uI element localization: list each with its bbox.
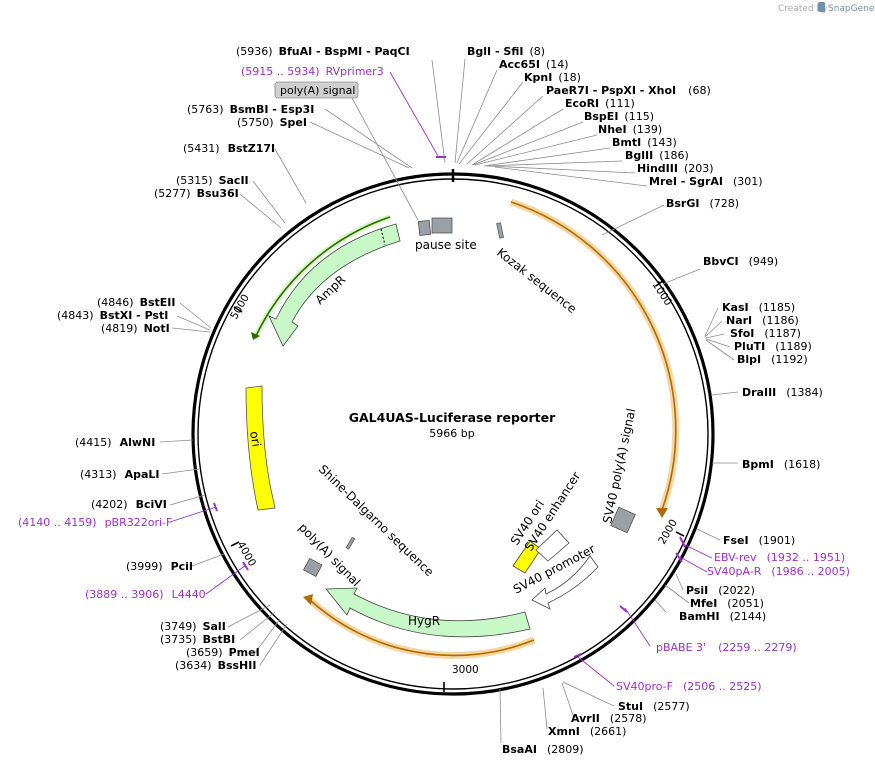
enzyme-label-mfei: MfeI(2051) (690, 597, 764, 610)
shine-dalgarno-box (345, 536, 356, 550)
enzyme-label-nari: NarI(1186) (726, 314, 799, 327)
enzyme-label-paer7i: PaeR7I - PspXI - XhoI(68) (546, 84, 711, 97)
enzyme-label-bsu36i: (5277)Bsu36I (154, 187, 239, 200)
kozak-box (496, 222, 504, 239)
plasmid-name: GAL4UAS-Luciferase reporter (349, 410, 556, 425)
enzyme-label-bsteii: (4846)BstEII (97, 296, 175, 309)
enzyme-label-xmni: XmnI(2661) (548, 725, 626, 738)
watermark-prefix: Created by (778, 4, 828, 14)
ori-feature (245, 385, 276, 511)
primer-label-ebv-rev: EBV-rev(1932 .. 1951) (714, 551, 845, 564)
enzyme-label-draiii: DraIII(1384) (742, 386, 823, 399)
watermark-brand: SnapGene (828, 4, 875, 14)
plasmid-length: 5966 bp (429, 427, 474, 440)
primer-label-l4440: (3889 .. 3906)L4440 (85, 588, 206, 601)
pause-site-box-1 (417, 220, 432, 236)
primer-label-pbr322ori-f: (4140 .. 4159)pBR322ori-F (18, 516, 172, 529)
enzyme-label-ecori: EcoRI(111) (565, 97, 635, 110)
snapgene-logo-icon (818, 2, 825, 12)
ori-label: ori (247, 430, 263, 448)
enzyme-label-bcivi: (4202)BciVI (91, 498, 167, 511)
enzyme-label-avrii: AvrII(2578) (571, 712, 646, 725)
primer-label-sv40pro-f: SV40pro-F(2506 .. 2525) (616, 680, 762, 693)
primer-label-sv40pa-r: SV40pA-R(1986 .. 2005) (707, 565, 850, 578)
enzyme-label-kasi: KasI(1185) (722, 301, 795, 314)
ampr-outer-arc (254, 216, 391, 339)
orf-bottom-arrowhead (303, 594, 313, 605)
enzyme-label-pcii: (3999)PciI (126, 560, 193, 573)
primer-leaders (169, 71, 713, 687)
hygr-feature-arrow (325, 587, 531, 638)
enzyme-label-sali: (3749)SalI (160, 620, 226, 633)
kozak-label: Kozak sequence (494, 245, 579, 316)
enzyme-label-bsmbi: (5763)BsmBI - Esp3I (187, 103, 314, 116)
enzyme-label-kpni: KpnI(18) (524, 71, 581, 84)
sv40-polya-label: SV40 poly(A) signal (600, 407, 638, 525)
enzyme-label-bfuai: (5936)BfuAI - BspMI - PaqCI (236, 45, 410, 58)
ampr-outer-arrowhead (251, 332, 260, 340)
sv40-polya-box (610, 506, 636, 534)
enzyme-label-mrei-sgrai: MreI - SgrAI(301) (649, 175, 763, 188)
enzyme-label-spei: (5750)SpeI (237, 116, 307, 129)
enzyme-label-psii: PsiI(2022) (686, 584, 755, 597)
tick-4000-mark (230, 541, 240, 547)
enzyme-label-pluti: PluTI(1189) (734, 340, 812, 353)
enzyme-label-bamhi: BamHI(2144) (679, 610, 766, 623)
ampr-feature-arrow (268, 223, 401, 347)
enzyme-label-acc65i: Acc65I(14) (499, 58, 569, 71)
enzyme-label-sfoi: SfoI(1187) (730, 327, 801, 340)
enzyme-label-bspei: BspEI(115) (584, 110, 654, 123)
enzyme-label-bsshii: (3634)BssHII (175, 659, 256, 672)
orf-bottom-arc (309, 599, 535, 657)
tick-2000-mark (675, 531, 685, 537)
orf-right-arrowhead (656, 508, 668, 518)
polya-top-tag-background (274, 81, 359, 99)
polya-top-tag-label: poly(A) signal (280, 84, 355, 97)
enzyme-label-fsei: FseI(1901) (723, 534, 795, 547)
enzyme-label-noti: (4819)NotI (101, 322, 170, 335)
tick-1000-mark (655, 279, 665, 287)
tick-5000-mark (233, 306, 243, 313)
pause-site-label: pause site (415, 238, 477, 252)
tick-3000-label: 3000 (452, 664, 479, 676)
enzyme-label-bsrgi: BsrGI(728) (666, 197, 739, 210)
enzyme-label-alwni: (4415)AlwNI (75, 436, 155, 449)
enzyme-label-bgli-sfii: BglI - SfiI(8) (467, 45, 545, 58)
orf-right-arc (510, 201, 677, 511)
enzyme-label-hindiii: HindIII(203) (637, 162, 714, 175)
sv40-enhancer-feature (535, 529, 570, 562)
enzyme-label-bbvci: BbvCI(949) (703, 255, 778, 268)
enzyme-label-sacii: (5315)SacII (176, 174, 249, 187)
enzyme-label-bpmi: BpmI(1618) (742, 458, 820, 471)
primer-label-pbabe3: pBABE 3'(2259 .. 2279) (656, 641, 797, 654)
inner-polya-box (303, 557, 323, 577)
sv40-promoter-arrow (531, 555, 599, 610)
pause-site-box-2 (431, 217, 453, 234)
leader-lines (159, 58, 739, 744)
enzyme-label-bglii: BglII(186) (625, 149, 689, 162)
enzyme-label-blpi: BlpI(1192) (737, 353, 808, 366)
inner-polya-label: poly(A) signal (296, 520, 363, 589)
hygr-label: HygR (408, 614, 440, 628)
enzyme-label-apali: (4313)ApaLI (80, 468, 160, 481)
enzyme-label-bstbi: (3735)BstBI (160, 633, 235, 646)
enzyme-label-bstz17i: (5431)BstZ17I (183, 142, 275, 155)
enzyme-label-bmti: BmtI(143) (612, 136, 677, 149)
enzyme-label-stui: StuI(2577) (618, 700, 690, 713)
enzyme-label-bstxi-psti: (4843)BstXI - PstI (57, 309, 168, 322)
tick-4000-label: 4000 (234, 540, 258, 569)
enzyme-label-bsaai: BsaAI(2809) (502, 743, 584, 756)
enzyme-label-nhei: NheI(139) (598, 123, 662, 136)
ampr-promoter-divider (380, 228, 386, 246)
primer-label-rvprimer3: (5915 .. 5934)RVprimer3 (241, 65, 384, 78)
enzyme-label-pmei: (3659)PmeI (186, 646, 260, 659)
